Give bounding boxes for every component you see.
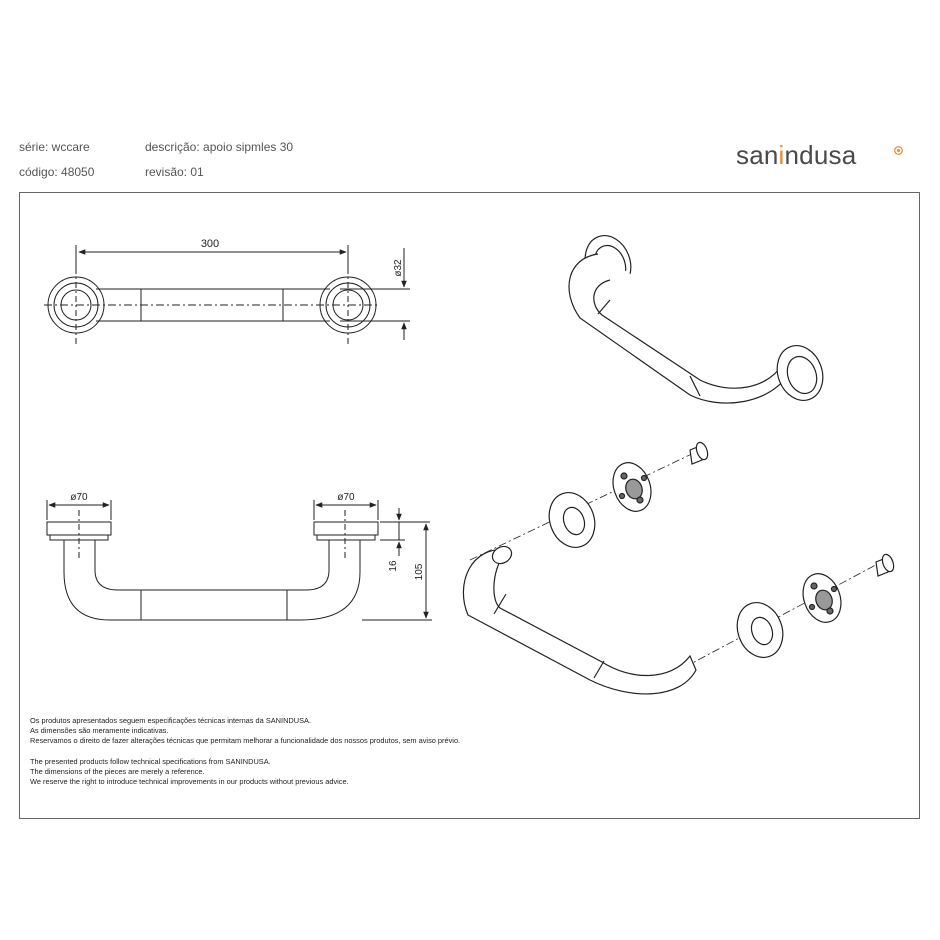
code-label: código: 48050: [19, 165, 95, 179]
dim-flange-right: ø70: [337, 492, 355, 503]
dim-length: 300: [201, 238, 219, 250]
brand-logo: sanindusa: [736, 140, 856, 171]
note-en-2: The dimensions of the pieces are merely …: [30, 766, 205, 776]
note-en-3: We reserve the right to introduce techni…: [30, 777, 349, 787]
exploded-view: [462, 441, 895, 695]
dim-flange-thickness: 16: [388, 560, 399, 572]
orange-dot-icon: [894, 146, 903, 155]
note-pt-1: Os produtos apresentados seguem especifi…: [30, 716, 311, 725]
note-pt-3: Reservamos o direito de fazer alterações…: [30, 736, 461, 746]
logo-accent: i: [778, 140, 785, 170]
revision-label: revisão: 01: [145, 165, 204, 179]
dim-projection: 105: [414, 563, 425, 580]
isometric-assembled: [568, 235, 824, 404]
note-en-1: The presented products follow technical …: [30, 756, 271, 766]
series-label: série: wccare: [19, 140, 90, 154]
notes-block: Os produtos apresentados seguem especifi…: [30, 716, 460, 787]
description-label: descrição: apoio sipmles 30: [145, 140, 294, 154]
top-view: [44, 245, 410, 345]
dim-rosette-diameter: ø32: [393, 259, 404, 277]
side-view: [46, 500, 432, 621]
drawing-frame: [19, 192, 920, 819]
dim-flange-left: ø70: [70, 492, 88, 503]
logo-prefix: san: [736, 140, 779, 170]
logo-suffix: ndusa: [784, 140, 857, 170]
note-pt-2: As dimensões são meramente indicativas.: [30, 726, 169, 736]
